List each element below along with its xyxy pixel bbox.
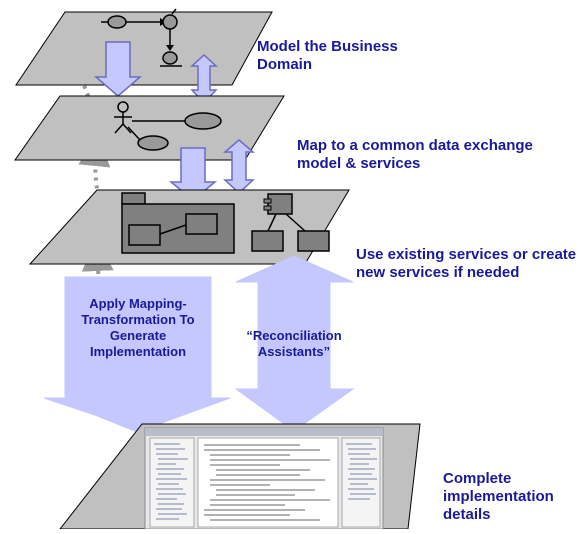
- service-link: [285, 213, 306, 232]
- package-tab: [121, 192, 146, 205]
- use-case-ellipse: [184, 112, 222, 130]
- business-domain-label: Model the Business Domain: [257, 38, 398, 73]
- service-link: [267, 213, 277, 232]
- service-component-notch: [263, 205, 272, 211]
- model-link: [171, 8, 177, 15]
- actor-icon: [117, 101, 129, 113]
- model-node: [162, 51, 178, 65]
- actor-icon: [114, 123, 124, 134]
- service-box: [251, 230, 284, 252]
- implementation-label: Complete implementation details: [443, 470, 554, 523]
- use-case-ellipse: [137, 135, 169, 151]
- down-arrow: [93, 41, 143, 97]
- arrowhead: [166, 45, 174, 51]
- package-inner-box: [185, 213, 218, 235]
- service-box: [297, 230, 330, 252]
- mapping-arrow-label: Apply Mapping- Transformation To Generat…: [81, 296, 195, 359]
- package-inner-box: [128, 224, 161, 246]
- service-component: [267, 193, 293, 215]
- common-model-label: Map to a common data exchange model & se…: [297, 137, 533, 172]
- service-component-notch: [263, 198, 272, 204]
- services-label: Use existing services or create new serv…: [356, 246, 577, 281]
- model-link: [127, 126, 141, 141]
- actor-icon: [122, 123, 132, 134]
- package-link: [159, 224, 187, 235]
- model-node: [162, 14, 178, 30]
- business-domain-plane: [15, 11, 273, 86]
- model-node: [107, 15, 127, 29]
- double-arrow: [222, 139, 256, 195]
- ide-screenshot: [144, 427, 384, 530]
- reconciliation-arrow-label: “Reconciliation Assistants”: [246, 328, 342, 359]
